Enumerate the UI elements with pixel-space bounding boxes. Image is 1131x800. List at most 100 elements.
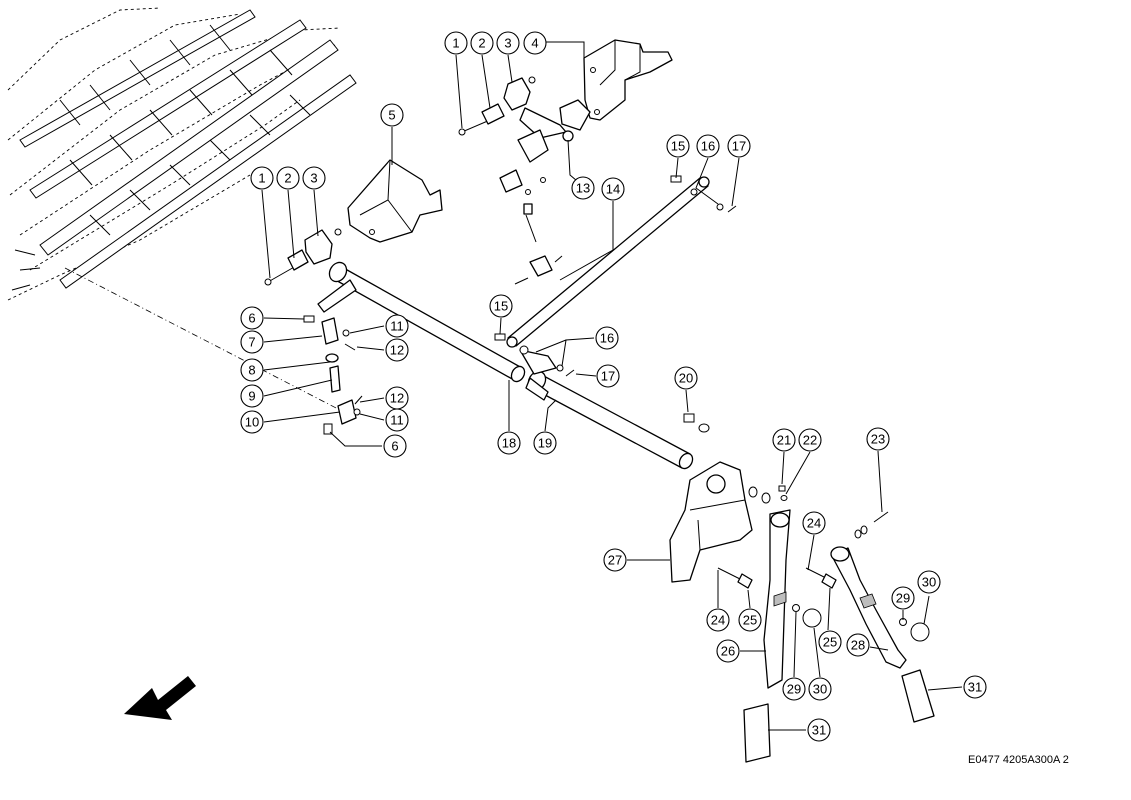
shaft-18 <box>317 261 526 383</box>
callout-17b: 17 <box>596 364 620 388</box>
drawing-reference: E0477 4205A300A 2 <box>968 754 1069 766</box>
callout-2a: 2 <box>470 31 494 55</box>
callout-22: 22 <box>798 428 822 452</box>
svg-text:21: 21 <box>777 433 791 448</box>
callout-16a: 16 <box>696 134 720 158</box>
callout-26: 26 <box>716 639 740 663</box>
callout-12b: 12 <box>385 386 409 410</box>
svg-text:4: 4 <box>531 36 538 51</box>
pedal-lever-26 <box>763 509 791 689</box>
pedal-lever-28 <box>830 546 907 669</box>
callout-21: 21 <box>772 428 796 452</box>
svg-text:5: 5 <box>388 108 395 123</box>
svg-text:28: 28 <box>851 638 865 653</box>
left-linkage-parts <box>303 315 363 435</box>
bracket-5 <box>347 159 443 243</box>
callout-12a: 12 <box>385 338 409 362</box>
pedal-hardware <box>717 485 930 642</box>
svg-text:27: 27 <box>608 553 622 568</box>
svg-text:12: 12 <box>390 343 404 358</box>
callout-29a: 29 <box>891 586 915 610</box>
centerline <box>64 267 341 411</box>
svg-text:16: 16 <box>701 139 715 154</box>
svg-text:2: 2 <box>284 171 291 186</box>
callout-6b: 6 <box>383 434 407 458</box>
callout-11a: 11 <box>385 314 409 338</box>
callout-1b: 1 <box>250 166 274 190</box>
svg-text:23: 23 <box>871 432 885 447</box>
svg-text:2: 2 <box>478 36 485 51</box>
callout-9: 9 <box>240 384 264 408</box>
callout-5: 5 <box>380 103 404 127</box>
pedal-pads-31 <box>743 669 935 763</box>
svg-text:30: 30 <box>922 575 936 590</box>
callout-3b: 3 <box>302 166 326 190</box>
svg-text:1: 1 <box>452 36 459 51</box>
callout-3a: 3 <box>496 31 520 55</box>
callout-31a: 31 <box>963 675 987 699</box>
svg-text:29: 29 <box>787 682 801 697</box>
svg-text:7: 7 <box>248 335 255 350</box>
svg-text:13: 13 <box>576 181 590 196</box>
callout-4: 4 <box>523 31 547 55</box>
callout-29b: 29 <box>782 677 806 701</box>
svg-text:17: 17 <box>601 369 615 384</box>
callout-28: 28 <box>846 633 870 657</box>
bracket-4 <box>583 39 673 121</box>
svg-text:11: 11 <box>390 413 404 428</box>
callout-25b: 25 <box>818 630 842 654</box>
callout-2b: 2 <box>276 166 300 190</box>
svg-text:15: 15 <box>494 299 508 314</box>
rod-14 <box>506 176 710 348</box>
arrow-icon <box>124 676 196 720</box>
svg-text:24: 24 <box>807 516 821 531</box>
callout-11b: 11 <box>385 408 409 432</box>
callout-8: 8 <box>240 358 264 382</box>
callout-16b: 16 <box>595 326 619 350</box>
callout-17a: 17 <box>727 134 751 158</box>
svg-text:18: 18 <box>502 436 516 451</box>
svg-text:6: 6 <box>248 311 255 326</box>
pedal-bracket-27 <box>669 461 753 583</box>
callout-10: 10 <box>240 410 264 434</box>
callout-14: 14 <box>601 177 625 201</box>
svg-text:9: 9 <box>248 389 255 404</box>
callout-15a: 15 <box>666 134 690 158</box>
callout-27: 27 <box>603 548 627 572</box>
shaft-19 <box>519 345 694 470</box>
svg-text:15: 15 <box>671 139 685 154</box>
svg-text:16: 16 <box>600 331 614 346</box>
svg-text:3: 3 <box>310 171 317 186</box>
svg-text:22: 22 <box>803 433 817 448</box>
callout-leaders <box>261 41 963 731</box>
svg-text:25: 25 <box>743 613 757 628</box>
callout-24b: 24 <box>706 608 730 632</box>
callout-23: 23 <box>866 427 890 451</box>
svg-text:10: 10 <box>245 415 259 430</box>
svg-text:19: 19 <box>538 436 552 451</box>
svg-text:12: 12 <box>390 391 404 406</box>
callout-15b: 15 <box>489 294 513 318</box>
svg-text:8: 8 <box>248 363 255 378</box>
callout-24a: 24 <box>802 511 826 535</box>
svg-text:29: 29 <box>896 591 910 606</box>
svg-text:20: 20 <box>679 371 693 386</box>
svg-text:14: 14 <box>606 182 620 197</box>
callout-31b: 31 <box>807 718 831 742</box>
svg-text:31: 31 <box>968 680 982 695</box>
callout-7: 7 <box>240 330 264 354</box>
svg-text:31: 31 <box>812 723 826 738</box>
svg-text:6: 6 <box>391 439 398 454</box>
callout-20: 20 <box>674 366 698 390</box>
svg-text:3: 3 <box>504 36 511 51</box>
svg-text:1: 1 <box>258 171 265 186</box>
left-clamp-parts <box>264 228 342 286</box>
svg-text:30: 30 <box>813 682 827 697</box>
callout-13: 13 <box>571 176 595 200</box>
svg-text:17: 17 <box>732 139 746 154</box>
svg-text:11: 11 <box>390 319 404 334</box>
svg-text:25: 25 <box>823 635 837 650</box>
upper-clamp-parts <box>458 76 591 285</box>
header-frame <box>7 7 357 301</box>
